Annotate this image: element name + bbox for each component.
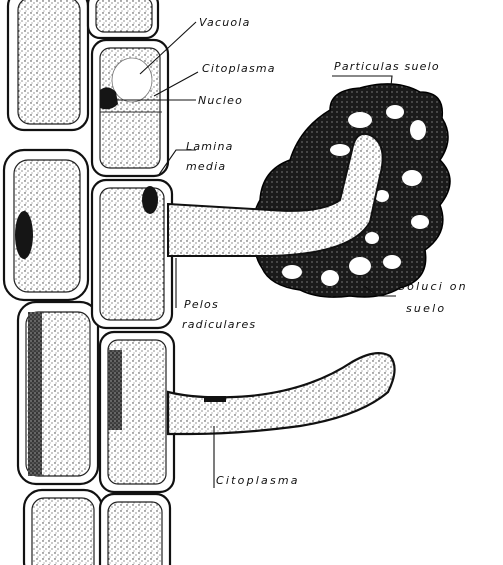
label-root-hairs-2: radiculares <box>182 318 256 331</box>
cell-hair-lower-dense <box>108 350 122 430</box>
soil-pore <box>349 257 371 275</box>
cell-mid-0-cytoplasm <box>96 0 152 32</box>
cell-left-1-cytoplasm <box>18 0 80 124</box>
nucleus-upper-hair <box>142 186 158 214</box>
middle-cell-column <box>88 0 174 565</box>
label-cytoplasm-top: Citoplasma <box>202 62 276 75</box>
soil-pore <box>402 170 422 186</box>
soil-pore <box>321 270 339 286</box>
label-middle-lamella-1: Lamina <box>186 140 234 153</box>
soil-pore <box>410 120 426 140</box>
soil-pore <box>386 105 404 119</box>
label-root-hairs-1: Pelos <box>184 298 219 311</box>
nucleus-left-2 <box>15 211 33 259</box>
label-soil-solution-1: Soluci on <box>398 280 468 293</box>
cell-mid-bottom-cytoplasm <box>108 502 162 565</box>
label-middle-lamella-2: media <box>186 160 226 173</box>
soil-pore <box>383 255 401 269</box>
soil-pore <box>365 232 379 244</box>
soil-pore <box>411 215 429 229</box>
label-vacuole: Vacuola <box>199 16 251 29</box>
label-soil-particles: Particulas suelo <box>334 60 440 73</box>
root-hair-lower-shape <box>168 353 395 434</box>
vacuole <box>112 58 152 102</box>
soil-pore <box>348 112 372 128</box>
root-hair-lower <box>168 353 395 560</box>
label-nucleus: Nucleo <box>198 94 243 107</box>
label-soil-solution-2: suelo <box>406 302 446 315</box>
label-cytoplasm-bottom: Citoplasma <box>216 474 300 487</box>
left-cell-column <box>4 0 102 565</box>
soil-pore <box>330 144 350 156</box>
soil-pore <box>282 265 302 279</box>
cell-left-3-dense <box>28 312 42 476</box>
root-hair-lower-nucleus <box>204 396 226 402</box>
cell-left-4-cytoplasm <box>32 498 94 565</box>
